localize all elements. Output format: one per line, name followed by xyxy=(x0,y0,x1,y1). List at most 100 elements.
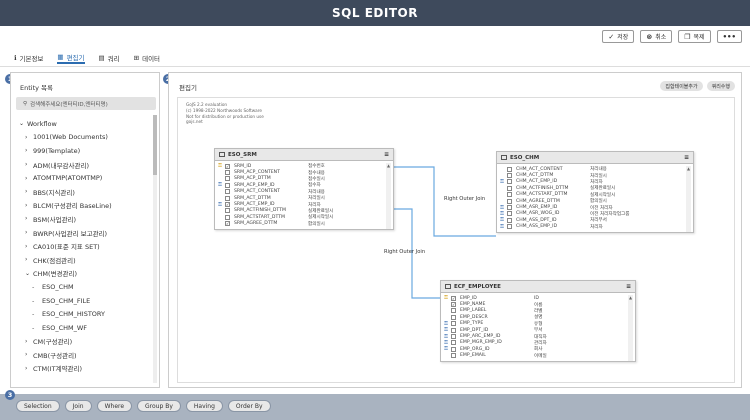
column-checkbox[interactable] xyxy=(451,353,456,359)
scroll-up-icon[interactable]: ▲ xyxy=(628,295,633,300)
clause-chip-selection[interactable]: Selection xyxy=(16,400,60,412)
column-checkbox[interactable] xyxy=(225,195,230,201)
scroll-up-icon[interactable]: ▲ xyxy=(686,166,691,171)
chevron-right-icon[interactable]: › xyxy=(25,337,28,345)
tree-item[interactable]: -ESO_CHM_WF xyxy=(19,321,157,335)
column-checkbox[interactable] xyxy=(225,189,230,195)
column-checkbox[interactable] xyxy=(507,205,512,211)
add-set-table-button[interactable]: 집합테이블추가 xyxy=(660,81,703,91)
column-checkbox[interactable] xyxy=(507,198,512,204)
tree-item[interactable]: ›BSM(사업관리) xyxy=(19,212,157,226)
tree-item[interactable]: ›BLCM(구성관리 BaseLine) xyxy=(19,199,157,213)
tab-data[interactable]: ⊞데이터 xyxy=(133,54,161,63)
chevron-right-icon[interactable]: › xyxy=(25,364,28,372)
scroll-up-icon[interactable]: ▲ xyxy=(386,163,391,168)
tree-item[interactable]: ›ATOMTMP(ATOMTMP) xyxy=(19,171,157,185)
column-checkbox[interactable] xyxy=(507,217,512,223)
tree-item[interactable]: ›999(Template) xyxy=(19,144,157,158)
column-checkbox[interactable] xyxy=(451,308,456,314)
menu-icon[interactable]: ≡ xyxy=(383,151,389,158)
column-checkbox[interactable] xyxy=(225,170,230,176)
tree-item[interactable]: ›CM(구성관리) xyxy=(19,335,157,349)
column-checkbox[interactable] xyxy=(507,173,512,179)
tab-query[interactable]: ▤쿼리 xyxy=(98,54,120,63)
column-checkbox[interactable] xyxy=(451,334,456,340)
table-header[interactable]: ESO_CHM≡ xyxy=(497,152,693,164)
column-checkbox[interactable] xyxy=(451,314,456,320)
column-checkbox[interactable]: ✓ xyxy=(225,163,230,169)
more-button[interactable]: ••• xyxy=(716,30,742,43)
column-checkbox[interactable] xyxy=(451,327,456,333)
tree-item[interactable]: ›ADM(내부감사관리) xyxy=(19,158,157,172)
leaf-dash-icon[interactable]: - xyxy=(32,296,35,305)
tree-item[interactable]: ›CMB(구성관리) xyxy=(19,348,157,362)
table-header[interactable]: ECF_EMPLOYEE≡ xyxy=(441,281,635,293)
table-header[interactable]: ESO_SRM≡ xyxy=(215,149,393,161)
clause-chip-where[interactable]: Where xyxy=(96,400,133,412)
column-checkbox[interactable] xyxy=(507,185,512,191)
table-scrollbar[interactable]: ▲ xyxy=(386,163,391,229)
tree-scrollbar[interactable] xyxy=(153,115,157,383)
column-checkbox[interactable]: ✓ xyxy=(225,221,230,227)
tree-item[interactable]: ›1001(Web Documents) xyxy=(19,131,157,145)
tree-item[interactable]: ›BWRP(사업관리 보고관리) xyxy=(19,226,157,240)
tree-item[interactable]: ⌄Workflow xyxy=(19,117,157,131)
tab-editor[interactable]: ▦편집기 xyxy=(57,53,85,64)
chevron-down-icon[interactable]: ⌄ xyxy=(19,120,25,128)
leaf-dash-icon[interactable]: - xyxy=(32,323,35,332)
tree-item[interactable]: ›BBS(지식관리) xyxy=(19,185,157,199)
clause-chip-order-by[interactable]: Order By xyxy=(227,400,271,412)
leaf-dash-icon[interactable]: - xyxy=(32,310,35,319)
entity-search-input[interactable]: ⚲검색해주세요(엔터티ID,엔터티명) xyxy=(16,97,156,110)
chevron-right-icon[interactable]: › xyxy=(25,147,28,155)
column-checkbox[interactable] xyxy=(507,211,512,217)
column-checkbox[interactable]: ✓ xyxy=(225,202,230,208)
chevron-right-icon[interactable]: › xyxy=(25,256,28,264)
leaf-dash-icon[interactable]: - xyxy=(32,282,35,291)
clause-chip-join[interactable]: Join xyxy=(64,400,92,412)
table-scrollbar[interactable]: ▲ xyxy=(686,166,691,232)
tree-item[interactable]: ›CTM(IT계약관리) xyxy=(19,362,157,376)
column-checkbox[interactable] xyxy=(225,182,230,188)
column-checkbox[interactable] xyxy=(507,224,512,230)
tree-item[interactable]: -ESO_CHM_FILE xyxy=(19,294,157,308)
chevron-right-icon[interactable]: › xyxy=(25,215,28,223)
diagram-canvas[interactable]: GoJS 2.2 evaluation (c) 1998-2022 Northw… xyxy=(177,97,735,383)
column-checkbox[interactable]: ✓ xyxy=(451,295,456,301)
clause-chip-having[interactable]: Having xyxy=(185,400,223,412)
join-label[interactable]: Right Outer Join xyxy=(384,249,426,255)
chevron-right-icon[interactable]: › xyxy=(25,201,28,209)
column-checkbox[interactable] xyxy=(225,176,230,182)
column-checkbox[interactable]: ✓ xyxy=(451,302,456,308)
column-checkbox[interactable] xyxy=(507,179,512,185)
column-checkbox[interactable] xyxy=(225,214,230,220)
chevron-right-icon[interactable]: › xyxy=(25,133,28,141)
tree-item[interactable]: -ESO_CHM xyxy=(19,280,157,294)
column-checkbox[interactable] xyxy=(451,340,456,346)
chevron-right-icon[interactable]: › xyxy=(25,188,28,196)
